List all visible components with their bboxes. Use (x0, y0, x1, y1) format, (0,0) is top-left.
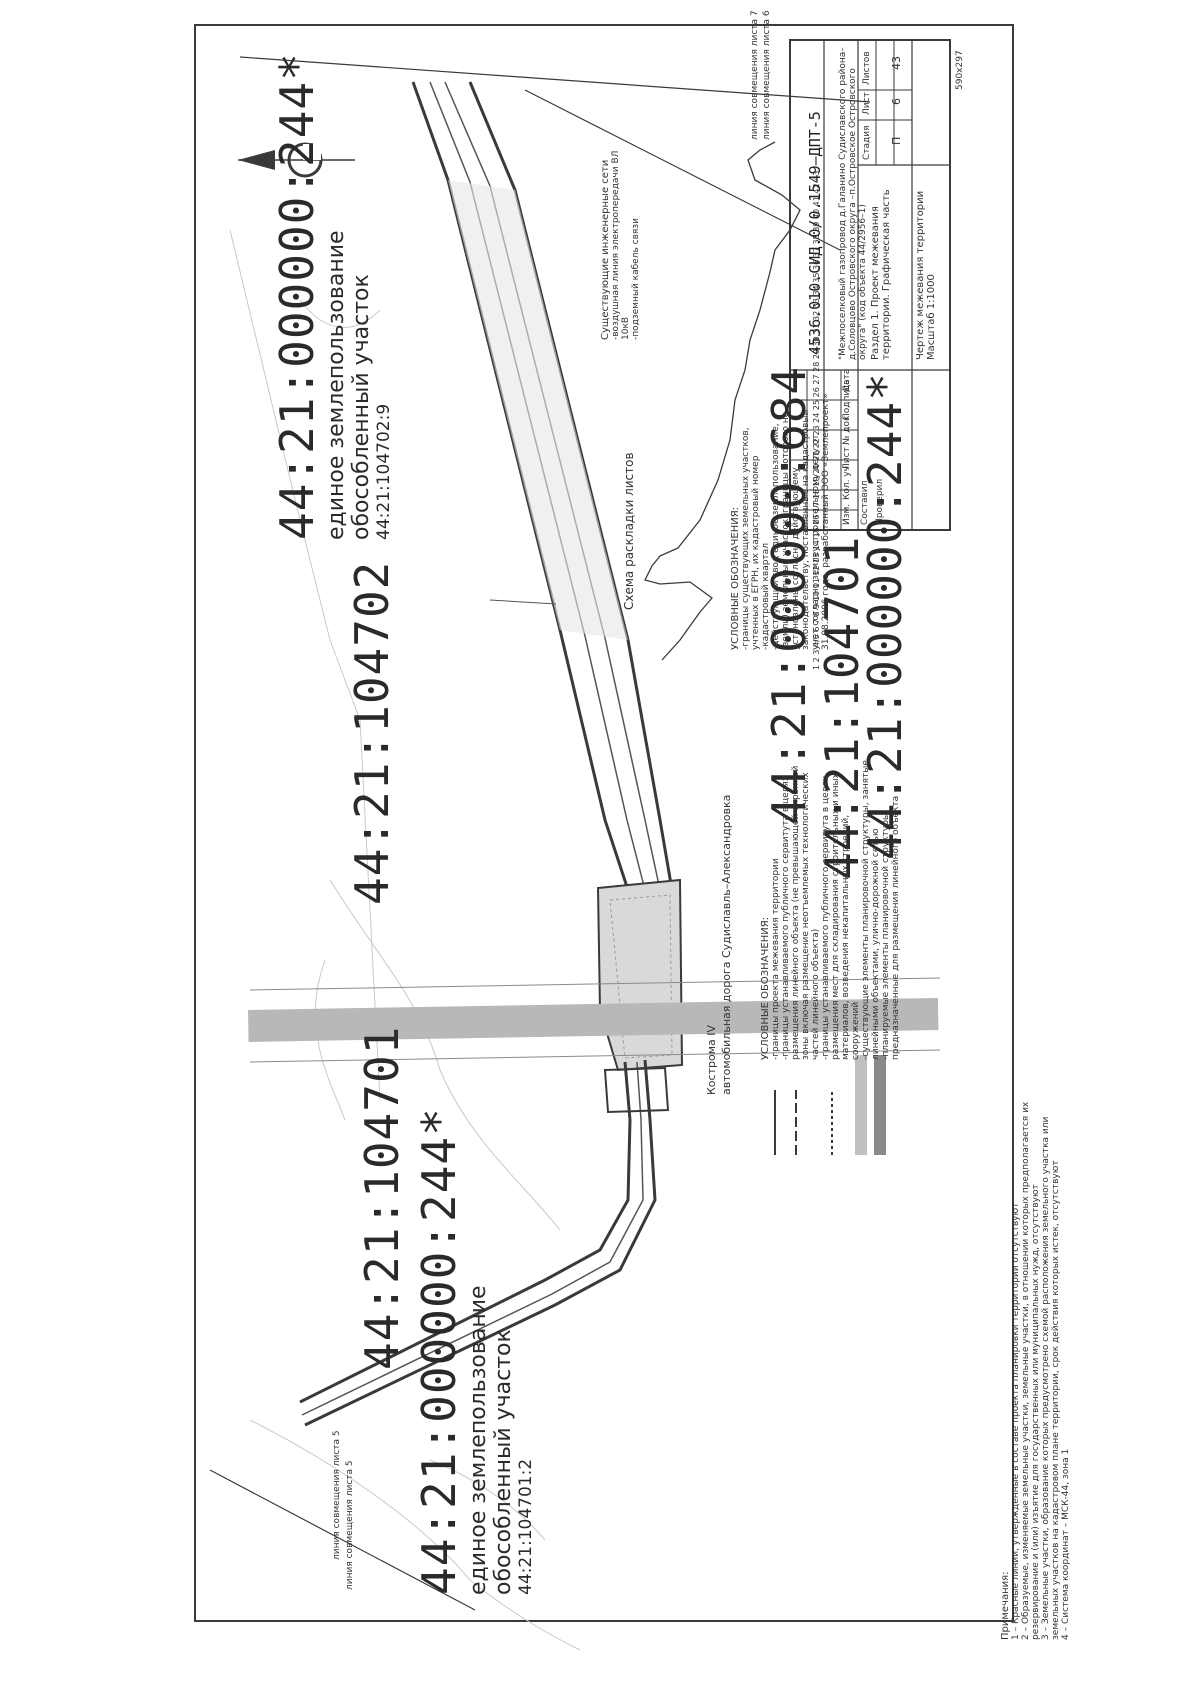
sheet-number-24: 26 (812, 384, 821, 398)
sheet-number-16: 18 (812, 486, 821, 500)
notes-item: 3 – Земельные участки, образование котор… (1041, 1116, 1061, 1640)
legend-title: УСЛОВНЫЕ ОБОЗНАЧЕНИЯ: (760, 916, 771, 1060)
sheet-number-0: 1 (812, 662, 821, 670)
sheet-number-12: 14 (812, 537, 821, 551)
match-line-label-6: линия совмещения листа 6 (762, 10, 772, 140)
sheet-number-9: 11 (812, 575, 821, 589)
sheet-number-21: 23 (812, 422, 821, 436)
construction-site-area (596, 878, 684, 1072)
highway-label-2: Кострома IV (705, 1024, 718, 1095)
stage-value: П (890, 136, 903, 145)
section-title: Раздел 1. Проект межевания территории. Г… (870, 189, 892, 360)
legend-item: -действующий свод единое землепользовани… (771, 393, 831, 650)
parcel-desc-line3: 44:21:104701:2 (516, 1458, 536, 1595)
parcel-label-244-upper: 44:21:000000:244* (270, 52, 324, 540)
utilities-item: -воздушная линия электропередачи ВЛ 10кВ (611, 150, 631, 340)
parcel-group-upper: 44:21:000000:244* единое землепользовани… (270, 52, 394, 540)
match-line-label-5a: линия совмещения листа 5 (345, 1460, 355, 1590)
parcel-label-104702: 44:21:104702 (345, 560, 399, 905)
sheet-number-6: 8 (812, 608, 821, 617)
layout-scheme-title: Схема раскладки листов (622, 452, 636, 610)
sheet-number-1: 2 (812, 654, 821, 663)
parcel-desc-line3: 44:21:104702:9 (374, 403, 394, 540)
col-list: Лист (842, 447, 852, 470)
sheet-number-4: 6 (812, 624, 821, 632)
notes-item: 4 – Система координат – МСК-44, зона 1 (1061, 1448, 1071, 1640)
title-block-frame (789, 39, 951, 531)
sheet-number-25: 27 (812, 371, 821, 385)
notes-title: Примечания: (1000, 1571, 1011, 1640)
sheet-value: 6 (890, 98, 903, 105)
sheet-number-7: 9 (812, 601, 821, 609)
sheet-number-18: 20 (812, 461, 821, 474)
sheets-label: Листов (862, 51, 872, 85)
sheet-number-3: 4/5 (812, 631, 821, 648)
sheet-number-13: 15 (812, 524, 821, 538)
parcel-desc-line2: обособленный участок (349, 274, 374, 540)
sheet-number-19: 21 (812, 448, 821, 462)
match-line-label-7: линия совмещения листа 7 (750, 10, 760, 140)
terrain-contours (229, 229, 581, 1651)
parcel-label-104701-left: 44:21:104701 (355, 1025, 409, 1370)
sheet-number-22: 24 (812, 410, 821, 423)
notes-item: 1 – Красные линии, утвержденные в состав… (1011, 1202, 1021, 1640)
parcel-desc-line2: обособленный участок (491, 1329, 516, 1595)
sheet-number-26: 28 (812, 359, 821, 372)
legend-item: -границы устанавливаемого публичного сер… (781, 765, 821, 1060)
legend-item: -границы устанавливаемого публичного сер… (821, 773, 861, 1060)
sheet-number-5: 7 (812, 616, 821, 625)
row-checked: Проверил (875, 478, 885, 525)
notes-block: Примечания: 1 – Красные линии, утвержден… (1000, 1080, 1071, 1640)
sheets-value: 43 (890, 56, 903, 70)
match-line-label-5b: линия совмещения листа 5 (332, 1430, 342, 1560)
legend-1: УСЛОВНЫЕ ОБОЗНАЧЕНИЯ: -границы проекта м… (760, 760, 901, 1060)
parcel-desc-line1: единое землепользование (324, 230, 349, 540)
sheet-number-11: 13 (812, 550, 821, 563)
legend-item: -кадастровый квартал (761, 543, 771, 650)
sheet-number-23: 25 (812, 397, 821, 411)
parcel-desc-line1: единое землепользование (466, 1285, 491, 1595)
north-arrow-icon (238, 142, 355, 178)
stage-label: Стадия (862, 125, 872, 160)
col-kol: Кол. уч (842, 465, 852, 500)
legend-item: -границы существующих земельных участков… (741, 427, 761, 650)
sheet-number-2: 3 (812, 647, 821, 655)
pipeline-corridor-lower (299, 1059, 670, 1427)
sheet-label: Лист (862, 92, 872, 115)
sheet-number-8: 10 (812, 588, 821, 602)
utilities-title: Существующие инженерные сети (600, 159, 611, 340)
sheet-number-10: 12 (812, 562, 821, 576)
row-compiled: Составил (860, 480, 870, 525)
sheet-number-17: 19 (812, 473, 821, 487)
sheet-number-20: 22 (812, 435, 821, 449)
sheet-number-15: 17 (812, 499, 821, 512)
parcel-label-244-lower: 44:21:000000:244* (412, 1107, 466, 1595)
object-name: "Межпоселковый газопровод д.Галанино Суд… (838, 47, 868, 360)
utilities-item: -подземный кабель связи (631, 218, 641, 340)
utilities-legend: Существующие инженерные сети -воздушная … (600, 140, 641, 340)
legend-item: -планируемые элементы планировочной стру… (881, 795, 901, 1060)
col-doc: № док (842, 415, 852, 445)
highway-label: автомобильная дорога Судиславль–Александ… (720, 794, 733, 1095)
highway-band (248, 977, 941, 1063)
drawing-code: 4536.010.СИД.0/0.1549–ДПТ-5 (806, 111, 824, 355)
sheet-number-14: 16 (812, 511, 821, 525)
match-lines (209, 56, 871, 1611)
layout-scheme-line (644, 141, 801, 661)
legend-item: -границы проекта межевания территории (771, 858, 781, 1060)
notes-item: 2 – Образуемые, изменяемые земельные уча… (1021, 1101, 1041, 1640)
drawing-title: Чертеж межевания территории Масштаб 1:10… (915, 190, 937, 360)
legend-swatches (774, 1055, 886, 1155)
pipeline-corridor (411, 81, 674, 891)
parcel-group-lower: 44:21:000000:244* единое землепользовани… (412, 1107, 536, 1595)
legend-title: УСЛОВНЫЕ ОБОЗНАЧЕНИЯ: (730, 506, 741, 650)
sheet-format: 590x297 (955, 50, 965, 90)
col-date: Дата (842, 368, 852, 392)
col-izm: Изм. (842, 503, 852, 525)
legend-item: -существующие элементы планировочной стр… (861, 760, 881, 1060)
drawing-frame (194, 24, 1014, 1622)
